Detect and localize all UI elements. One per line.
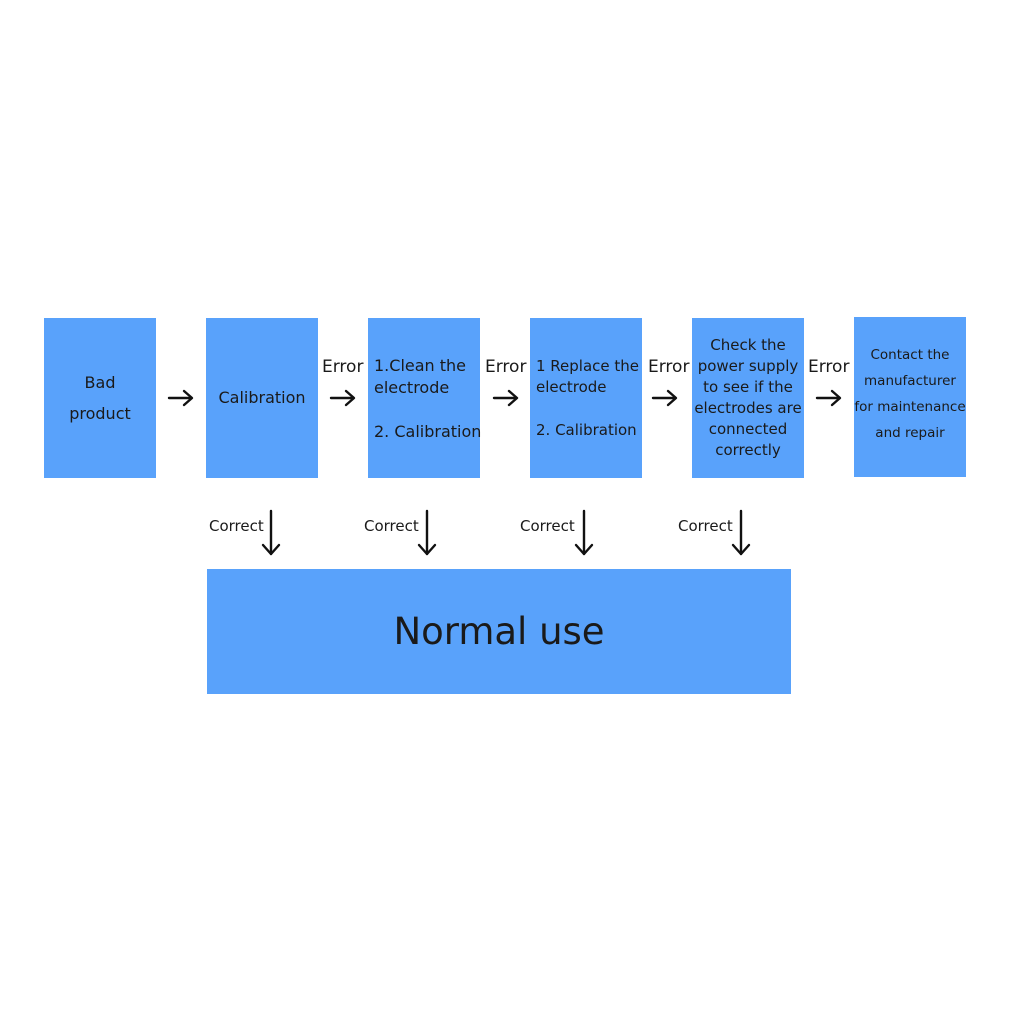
normal-use-box: Normal use: [207, 569, 791, 694]
contact-line-2: manufacturer: [864, 373, 956, 389]
contact-manufacturer-box: Contact the manufacturer for maintenance…: [854, 317, 966, 477]
arrow-right-icon: [492, 389, 519, 407]
correct-label-2: Correct: [364, 517, 419, 535]
bad-product-box: Bad product: [44, 318, 156, 478]
clean-step-line-2: electrode: [374, 378, 450, 397]
calibration-box: Calibration: [206, 318, 318, 478]
clean-step-line-3: 2. Calibration: [374, 422, 482, 441]
check-line-6: correctly: [715, 441, 781, 459]
check-power-supply-box: Check the power supply to see if the ele…: [692, 318, 804, 478]
clean-step-line-1: 1.Clean the: [374, 356, 467, 375]
check-line-3: to see if the: [703, 378, 793, 396]
calibration-label: Calibration: [218, 388, 306, 407]
arrow-right-icon: [815, 389, 842, 407]
check-line-1: Check the: [710, 336, 786, 354]
contact-line-1: Contact the: [870, 347, 950, 363]
correct-label-4: Correct: [678, 517, 733, 535]
correct-label-3: Correct: [520, 517, 575, 535]
error-label-2: Error: [485, 357, 527, 377]
bad-product-line-1: Bad: [84, 372, 116, 392]
replace-step-line-2: electrode: [536, 377, 607, 396]
contact-line-4: and repair: [875, 425, 945, 441]
arrow-right-icon: [167, 389, 194, 407]
normal-use-label: Normal use: [393, 610, 605, 653]
arrow-right-icon: [651, 389, 678, 407]
check-line-5: connected: [708, 420, 788, 438]
error-label-3: Error: [648, 357, 690, 377]
replace-step-line-1: 1 Replace the: [536, 356, 640, 375]
arrow-down-icon: [574, 509, 594, 556]
arrow-down-icon: [417, 509, 437, 556]
bad-product-line-2: product: [69, 403, 131, 423]
arrow-right-icon: [329, 389, 356, 407]
contact-line-3: for maintenance: [854, 399, 966, 415]
check-line-2: power supply: [697, 357, 799, 375]
replace-electrode-box: 1 Replace the electrode 2. Calibration: [530, 318, 642, 478]
clean-electrode-box: 1.Clean the electrode 2. Calibration: [368, 318, 482, 478]
replace-step-line-3: 2. Calibration: [536, 420, 637, 439]
error-label-4: Error: [808, 357, 850, 377]
error-label-1: Error: [322, 357, 364, 377]
arrow-down-icon: [731, 509, 751, 556]
correct-label-1: Correct: [209, 517, 264, 535]
check-line-4: electrodes are: [694, 399, 802, 417]
arrow-down-icon: [261, 509, 281, 556]
